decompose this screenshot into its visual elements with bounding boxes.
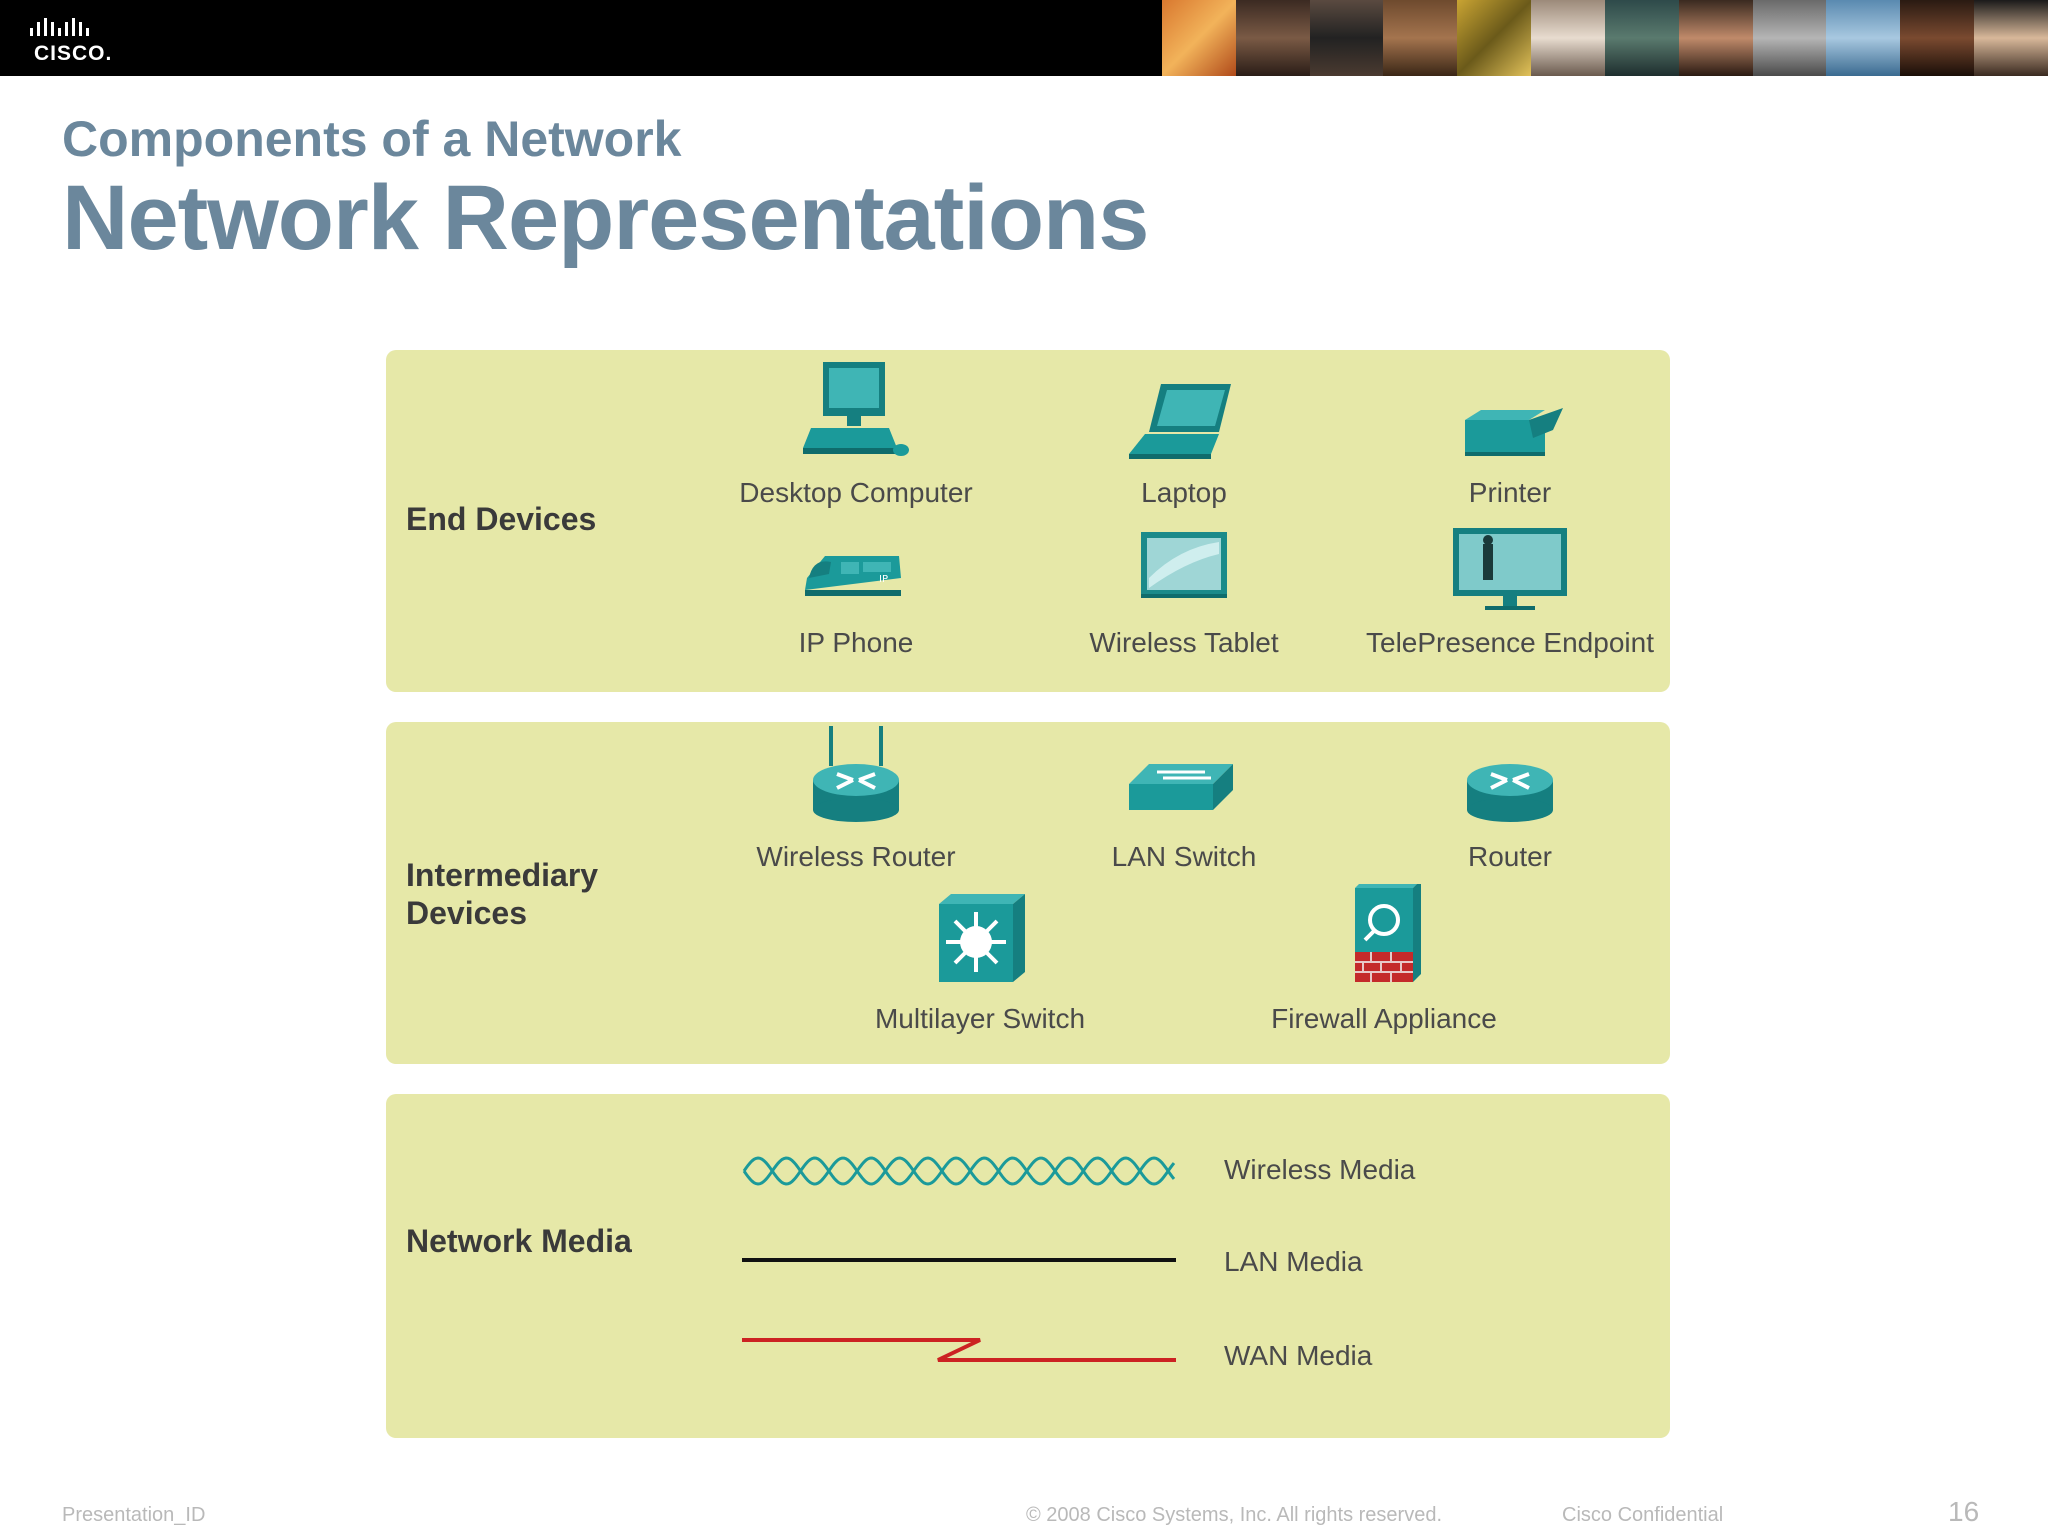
end-devices-panel: End Devices Desktop Computer Laptop Prin… bbox=[386, 350, 1670, 692]
lan-switch-icon bbox=[1129, 764, 1233, 810]
cisco-logo: CISCO. bbox=[28, 14, 118, 65]
firewall-icon bbox=[1355, 880, 1421, 982]
device-label: LAN Switch bbox=[1111, 841, 1257, 872]
device-label: Printer bbox=[1468, 477, 1552, 508]
top-bar: CISCO. bbox=[0, 0, 2048, 76]
printer-device: Printer bbox=[1360, 358, 1660, 509]
tablet-icon bbox=[1141, 532, 1227, 598]
intermediary-devices-label: Intermediary Devices bbox=[406, 856, 598, 932]
header-photo-strip bbox=[1162, 0, 2048, 76]
slide-subtitle: Components of a Network bbox=[62, 111, 682, 167]
cisco-bars-icon bbox=[30, 18, 89, 36]
wireless-router-device: Wireless Router bbox=[706, 722, 1006, 873]
laptop-icon bbox=[1129, 384, 1231, 459]
svg-text:IP: IP bbox=[879, 574, 888, 585]
lan-media-label: LAN Media bbox=[1224, 1246, 1363, 1277]
ip-phone-device: IP IP Phone bbox=[706, 508, 1006, 659]
device-label: Wireless Router bbox=[756, 841, 956, 872]
slide-title: Network Representations bbox=[62, 167, 1149, 269]
intermediary-label-line2: Devices bbox=[406, 895, 527, 931]
footer-presentation-id: Presentation_ID bbox=[62, 1504, 206, 1526]
device-label: Laptop bbox=[1141, 477, 1227, 508]
network-media-label: Network Media bbox=[406, 1223, 632, 1259]
router-device: Router bbox=[1360, 722, 1660, 873]
lan-media-icon bbox=[742, 1258, 1176, 1262]
cisco-wordmark: CISCO. bbox=[34, 42, 113, 65]
device-label: TelePresence Endpoint bbox=[1366, 627, 1654, 658]
multilayer-switch-device: Multilayer Switch bbox=[830, 884, 1130, 1035]
wan-media-icon bbox=[742, 1338, 1176, 1362]
lan-switch-device: LAN Switch bbox=[1034, 722, 1334, 873]
intermediary-devices-panel: Intermediary Devices Wireless Router LAN… bbox=[386, 722, 1670, 1064]
ip-phone-icon: IP bbox=[805, 556, 901, 596]
wan-media-label: WAN Media bbox=[1224, 1340, 1373, 1371]
end-devices-label: End Devices bbox=[406, 501, 597, 537]
device-label: Multilayer Switch bbox=[874, 1003, 1086, 1034]
firewall-appliance-device: Firewall Appliance bbox=[1234, 880, 1534, 1035]
desktop-computer-device: Desktop Computer bbox=[706, 358, 1006, 509]
multilayer-switch-icon bbox=[939, 894, 1025, 982]
device-label: Wireless Tablet bbox=[1089, 627, 1279, 658]
wireless-tablet-device: Wireless Tablet bbox=[1034, 508, 1334, 659]
wireless-media-icon bbox=[742, 1156, 1176, 1186]
wireless-router-icon bbox=[813, 726, 899, 822]
device-label: Router bbox=[1467, 841, 1553, 872]
footer-copyright: © 2008 Cisco Systems, Inc. All rights re… bbox=[1026, 1504, 1443, 1526]
device-label: Desktop Computer bbox=[739, 477, 973, 508]
device-label: Firewall Appliance bbox=[1271, 1003, 1497, 1034]
desktop-computer-icon bbox=[803, 362, 909, 456]
footer-confidential: Cisco Confidential bbox=[1562, 1504, 1724, 1526]
page-number: 16 bbox=[1948, 1496, 1980, 1527]
wireless-media-label: Wireless Media bbox=[1224, 1154, 1416, 1185]
telepresence-endpoint-device: TelePresence Endpoint bbox=[1360, 508, 1660, 659]
intermediary-label-line1: Intermediary bbox=[406, 857, 599, 893]
printer-icon bbox=[1465, 408, 1563, 456]
laptop-device: Laptop bbox=[1034, 358, 1334, 509]
router-icon bbox=[1467, 764, 1553, 822]
network-media-panel: Network Media Wireless Media LAN Media W… bbox=[386, 1094, 1670, 1438]
telepresence-icon bbox=[1453, 528, 1567, 610]
device-label: IP Phone bbox=[798, 627, 914, 658]
